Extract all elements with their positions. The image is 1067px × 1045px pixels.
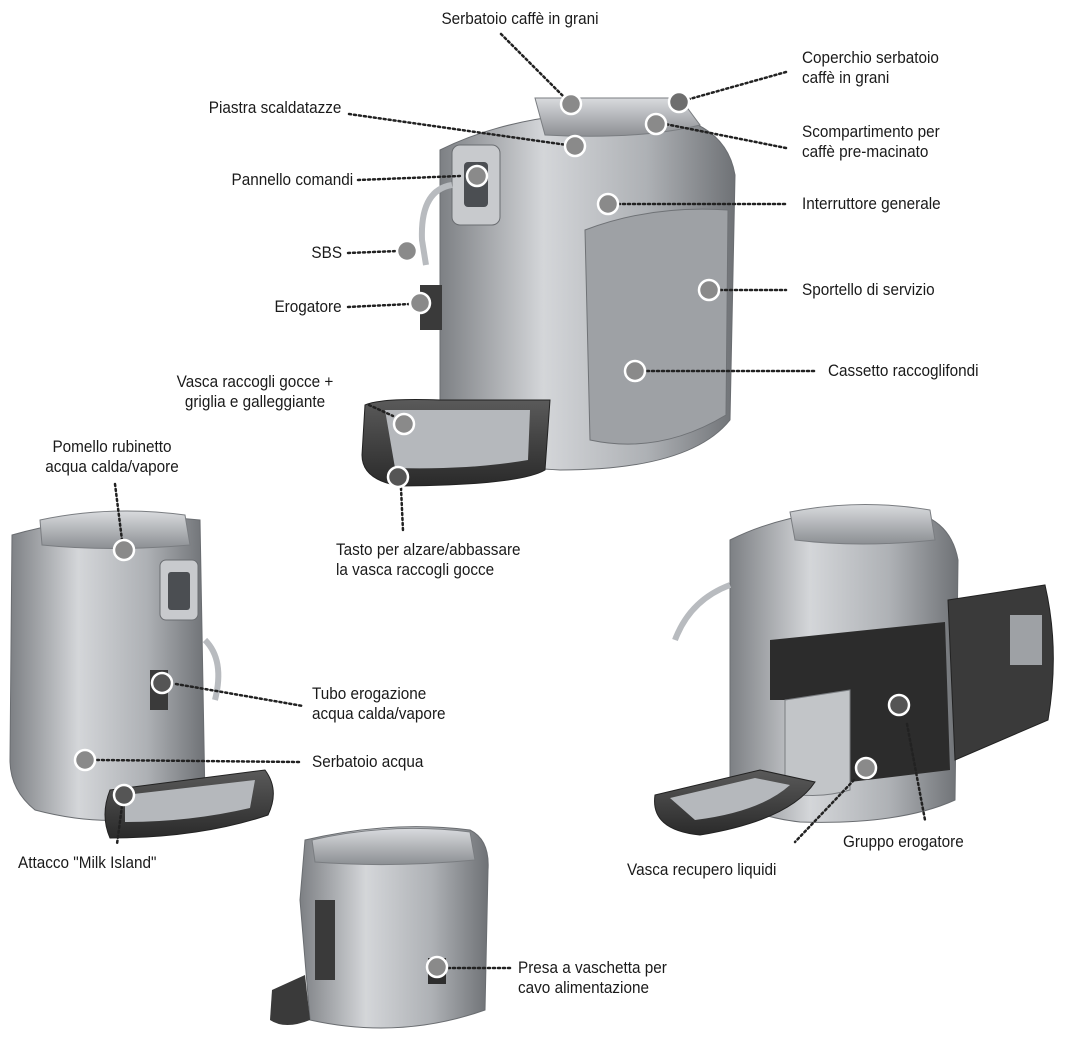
callout-marker-icon [887, 693, 911, 717]
label-piastra: Piastra scaldatazze [208, 98, 341, 118]
label-attacco-text: Attacco "Milk Island" [18, 853, 157, 872]
callout-marker-icon [112, 538, 136, 562]
label-scompartimento: Scompartimento per caffè pre-macinato [802, 122, 940, 162]
label-interruttore: Interruttore generale [802, 194, 941, 214]
callout-marker-icon [623, 359, 647, 383]
callout-marker-icon [667, 90, 691, 114]
right-machine-cavity [770, 622, 950, 782]
label-vasca-gocce-line2: griglia e galleggiante [184, 392, 326, 411]
callout-marker-icon [386, 465, 410, 489]
label-tasto-line2: la vasca raccogli gocce [336, 560, 495, 579]
label-gruppo-text: Gruppo erogatore [843, 832, 964, 851]
callout-marker-icon [395, 239, 419, 263]
label-erogatore: Erogatore [275, 297, 342, 317]
label-serbatoio-caffe: Serbatoio caffè in grani [412, 9, 628, 29]
callout-marker-icon [425, 955, 449, 979]
callout-marker-icon [697, 278, 721, 302]
label-tubo: Tubo erogazione acqua calda/vapore [312, 684, 446, 724]
label-tubo-line2: acqua calda/vapore [312, 704, 446, 723]
label-coperchio-line1: Coperchio serbatoio [802, 48, 939, 67]
callout-marker-icon [408, 291, 432, 315]
label-sbs-text: SBS [311, 243, 342, 262]
label-pomello: Pomello rubinetto acqua calda/vapore [11, 437, 213, 477]
leader-coperchio [684, 70, 788, 102]
label-sbs: SBS [311, 243, 342, 263]
callout-marker-icon [596, 192, 620, 216]
callout-marker-icon [563, 134, 587, 158]
right-machine-open-door [947, 584, 1054, 761]
callout-marker-icon [112, 783, 136, 807]
callout-marker-icon [392, 412, 416, 436]
leader-vasca-recupero [793, 778, 856, 844]
label-coperchio: Coperchio serbatoio caffè in grani [802, 48, 939, 88]
leader-erogatore [346, 302, 412, 309]
label-attacco: Attacco "Milk Island" [18, 853, 156, 873]
label-tasto-line1: Tasto per alzare/abbassare [336, 540, 521, 559]
label-piastra-text: Piastra scaldatazze [208, 98, 341, 117]
leader-serbatoio-caffe [499, 32, 569, 102]
callout-marker-icon [150, 671, 174, 695]
leader-sbs [346, 249, 400, 255]
leader-pomello [113, 482, 124, 542]
callout-marker-icon [559, 92, 583, 116]
label-presa: Presa a vaschetta per cavo alimentazione [518, 958, 667, 998]
label-serbatoio-caffe-text: Serbatoio caffè in grani [441, 9, 599, 28]
leader-tasto [399, 486, 405, 533]
label-scompartimento-line1: Scompartimento per [802, 122, 940, 141]
label-serbatoio-acqua-text: Serbatoio acqua [312, 752, 424, 771]
label-cassetto: Cassetto raccoglifondi [828, 361, 979, 381]
leader-tubo [174, 682, 305, 708]
label-serbatoio-acqua: Serbatoio acqua [312, 752, 423, 772]
leader-piastra [347, 112, 569, 147]
label-presa-line1: Presa a vaschetta per [518, 958, 667, 977]
label-vasca-recupero: Vasca recupero liquidi [627, 860, 776, 880]
label-coperchio-line2: caffè in grani [802, 68, 890, 87]
leader-vasca-gocce [367, 403, 395, 418]
label-interruttore-text: Interruttore generale [802, 194, 941, 213]
label-tasto: Tasto per alzare/abbassare la vasca racc… [336, 540, 521, 580]
left-machine-illustration [9, 510, 274, 839]
label-pomello-line1: Pomello rubinetto [52, 437, 172, 456]
callout-marker-icon [854, 756, 878, 780]
label-pannello-text: Pannello comandi [231, 170, 353, 189]
label-vasca-gocce-line1: Vasca raccogli gocce + [176, 372, 334, 391]
callout-marker-icon [465, 164, 489, 188]
leader-pannello [356, 174, 462, 182]
label-gruppo: Gruppo erogatore [843, 832, 964, 852]
main-steam-wand [418, 182, 453, 266]
leader-attacco [115, 804, 124, 846]
label-pannello: Pannello comandi [231, 170, 353, 190]
label-erogatore-text: Erogatore [274, 297, 342, 316]
label-vasca-recupero-text: Vasca recupero liquidi [627, 860, 777, 879]
callout-marker-icon [73, 748, 97, 772]
label-scompartimento-line2: caffè pre-macinato [802, 142, 929, 161]
label-pomello-line2: acqua calda/vapore [45, 457, 179, 476]
callout-markers [73, 90, 911, 979]
right-machine-illustration [654, 504, 1054, 836]
label-tubo-line1: Tubo erogazione [312, 684, 427, 703]
label-sportello: Sportello di servizio [802, 280, 935, 300]
label-sportello-text: Sportello di servizio [802, 280, 935, 299]
main-machine-door [584, 208, 729, 445]
leader-serbatoio-acqua [95, 758, 302, 764]
callout-marker-icon [644, 112, 668, 136]
label-cassetto-text: Cassetto raccoglifondi [828, 361, 979, 380]
bottom-machine-illustration [270, 826, 489, 1029]
label-presa-line2: cavo alimentazione [518, 978, 649, 997]
leader-lines [95, 32, 927, 970]
leader-gruppo [905, 722, 927, 822]
label-vasca-gocce: Vasca raccogli gocce + griglia e gallegg… [152, 372, 359, 412]
leader-scompartimento [663, 122, 788, 150]
